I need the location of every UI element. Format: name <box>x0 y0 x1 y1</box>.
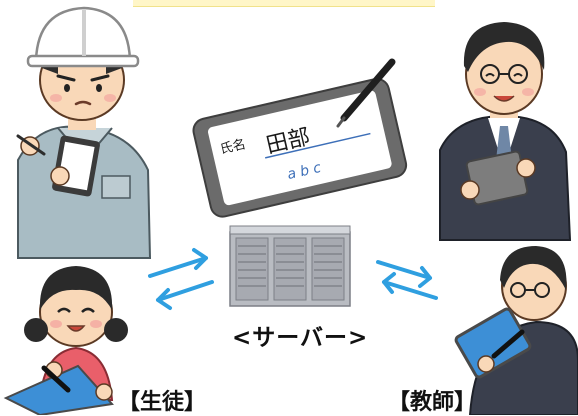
tablet-abc: a b c <box>286 160 323 183</box>
worker-illustration <box>16 6 152 259</box>
stylus-pen <box>336 58 396 128</box>
top-banner <box>133 0 435 7</box>
server-rack <box>229 225 351 307</box>
teacher-label: 【教師】 <box>388 390 477 415</box>
businessman-illustration <box>439 22 572 241</box>
signature-tablet: 氏名 田部 a b c <box>192 77 408 218</box>
teacher-illustration <box>454 246 578 415</box>
server-label: <サーバー> <box>232 325 369 351</box>
tablet-name-label: 氏名 <box>218 136 247 157</box>
left-exchange-arrows <box>148 248 214 310</box>
right-exchange-arrows <box>376 260 438 300</box>
student-label: 【生徒】 <box>118 390 207 415</box>
student-illustration <box>3 266 128 415</box>
